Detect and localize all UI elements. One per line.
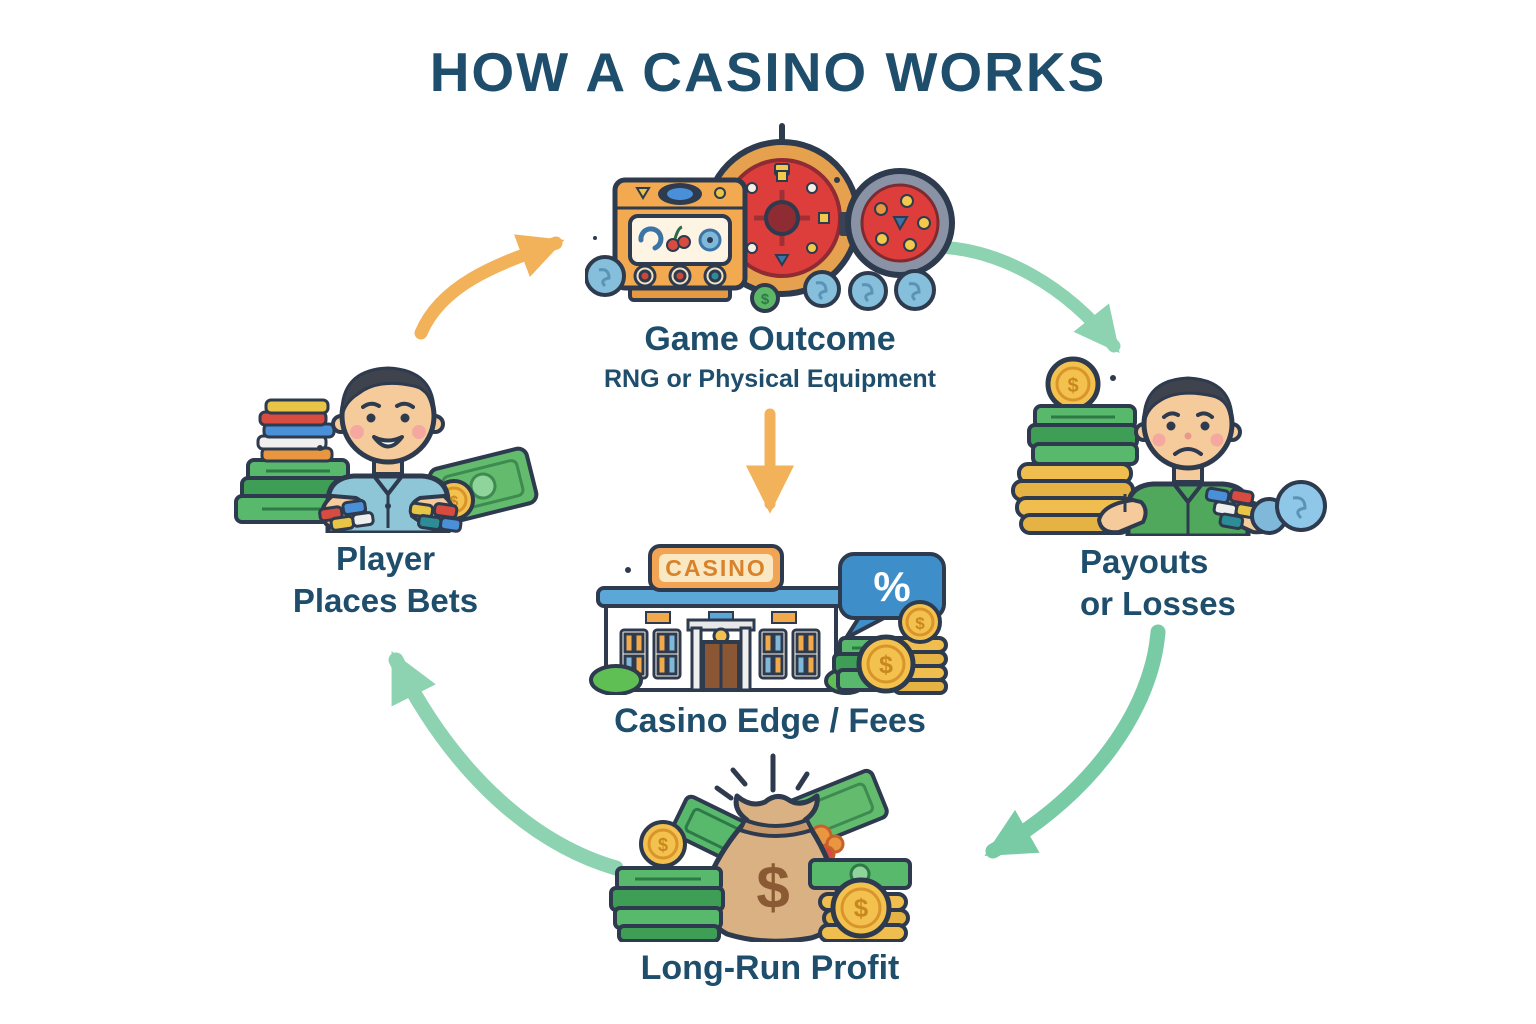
- player-illustration: $: [234, 366, 539, 533]
- arrow-player-to-game-outcome: [414, 234, 565, 340]
- ink-speckle: [834, 177, 840, 183]
- coin-stack-icon: $: [818, 877, 910, 942]
- ink-speckle: [593, 236, 597, 240]
- node-game-outcome: $ Game Outcome RNG or Physical Equipment: [570, 118, 970, 394]
- ink-speckle: [1110, 375, 1116, 381]
- game-outcome-label: Game Outcome: [644, 320, 896, 358]
- green-coin-icon: $: [750, 283, 780, 313]
- payouts-label: Payouts or Losses: [1080, 543, 1236, 622]
- sparkle-lines-icon: [714, 753, 810, 801]
- node-player-places-bets: $: [228, 328, 543, 621]
- casino-edge-label: Casino Edge / Fees: [614, 702, 926, 740]
- chips-in-hand-icon: [408, 501, 463, 533]
- bush-icon: [588, 664, 643, 695]
- node-payouts-or-losses: $: [1003, 348, 1328, 624]
- gold-coin-icon: $: [1045, 356, 1101, 412]
- arrow-payouts-to-long-run-profit: [984, 624, 1166, 859]
- casino-sign-text: CASINO: [665, 555, 766, 581]
- arrow-long-run-profit-to-player: [388, 651, 624, 876]
- money-bag-icon: $: [703, 793, 841, 942]
- cash-stack-icon: [1027, 404, 1139, 466]
- casino-building-icon: [595, 586, 846, 692]
- casino-sign: CASINO: [647, 544, 784, 592]
- coin-dollar: $: [658, 835, 668, 855]
- casino-building-illustration: CASINO %: [588, 544, 948, 695]
- roulette-wheel-small-icon: [839, 168, 955, 292]
- coin-dollar: $: [450, 493, 459, 510]
- page-title: HOW A CASINO WORKS: [429, 41, 1107, 103]
- coin-dollar: $: [915, 614, 925, 633]
- gold-coin-icon: $: [639, 820, 687, 868]
- ink-speckle: [317, 445, 323, 451]
- cash-stack-icon: [609, 866, 725, 942]
- game-equipment-illustration: $: [585, 123, 955, 313]
- blue-money-pouches-icon: [585, 255, 936, 311]
- coin-dollar: $: [854, 893, 869, 923]
- slot-machine-icon: [612, 177, 748, 302]
- chips-in-hand-icon: [318, 499, 375, 532]
- node-long-run-profit: $ $: [605, 750, 935, 990]
- green-coin-dollar: $: [761, 291, 770, 308]
- percent-text: %: [873, 563, 910, 610]
- chip-stack-icon: [256, 398, 336, 463]
- coin-stack-icon: $ $: [856, 600, 948, 695]
- money-bag-illustration: $ $: [609, 753, 912, 942]
- long-run-profit-label: Long-Run Profit: [640, 949, 900, 987]
- node-casino-edge: CASINO %: [585, 540, 955, 743]
- player-label: Player Places Bets: [292, 540, 479, 619]
- bag-dollar: $: [756, 854, 789, 921]
- blue-money-pouches-icon: [1250, 480, 1327, 535]
- game-outcome-sublabel: RNG or Physical Equipment: [603, 364, 936, 393]
- coin-dollar: $: [879, 651, 893, 679]
- payouts-illustration: $: [1011, 356, 1327, 536]
- ink-speckle: [624, 567, 631, 573]
- coin-dollar: $: [1067, 375, 1078, 397]
